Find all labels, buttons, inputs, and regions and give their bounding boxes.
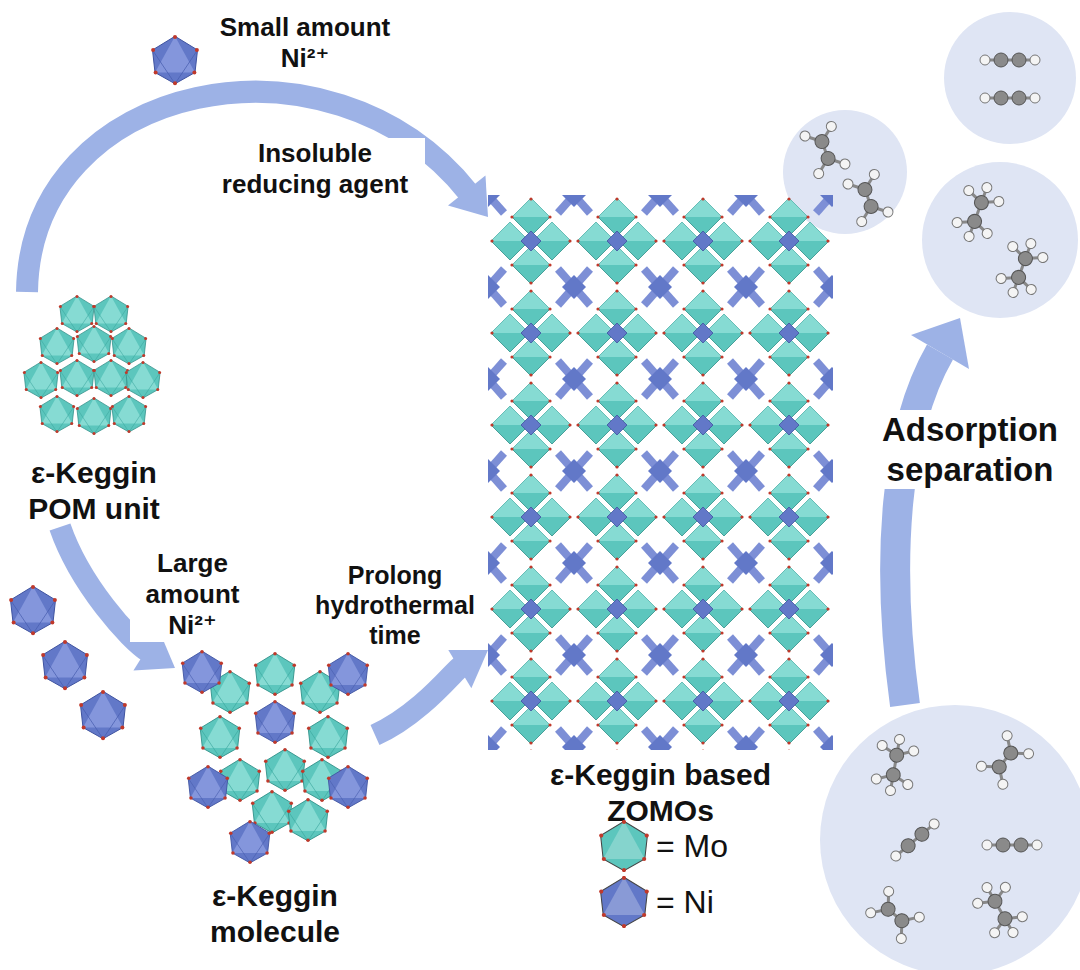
legend-swatch bbox=[598, 820, 650, 872]
oxygen-dot bbox=[622, 876, 626, 880]
structure-name: ε-Keggin based ZOMOs bbox=[531, 757, 791, 829]
arrow-band bbox=[375, 667, 461, 735]
legend-swatch-fill bbox=[601, 877, 648, 926]
arrow-head bbox=[446, 647, 488, 688]
oxygen-dot bbox=[622, 820, 626, 824]
step-label: Adsorption separation bbox=[864, 410, 1076, 489]
oxygen-dot bbox=[642, 913, 646, 917]
structure-node: ε-Keggin based ZOMOs bbox=[488, 195, 833, 829]
oxygen-dot bbox=[622, 924, 626, 928]
edge-label: Insoluble reducing agent bbox=[205, 138, 425, 200]
arrow-band bbox=[27, 92, 468, 292]
edge-label: Large amount Ni²⁺ bbox=[130, 548, 255, 642]
oxygen-dot bbox=[645, 890, 649, 894]
structure-node: ε-Keggin POM unit bbox=[5, 292, 183, 527]
edge-label: Prolong hydrothermal time bbox=[303, 560, 487, 650]
gas-molecules bbox=[799, 53, 1053, 947]
step-label: Small amount Ni²⁺ bbox=[205, 12, 405, 74]
legend-text: = Mo bbox=[656, 828, 728, 865]
keggin-molecule bbox=[181, 650, 369, 864]
structure-name: ε-Keggin molecule bbox=[175, 878, 375, 950]
legend-row: = Ni bbox=[598, 876, 714, 928]
flow-arrow bbox=[375, 647, 488, 735]
keggin-unit bbox=[23, 295, 161, 435]
legend-row: = Mo bbox=[598, 820, 728, 872]
oxygen-dot bbox=[645, 834, 649, 838]
legend-swatch-fill bbox=[601, 821, 648, 870]
oxygen-dot bbox=[599, 834, 603, 838]
legend-text: = Ni bbox=[656, 884, 714, 921]
adsorption-arrow bbox=[895, 318, 969, 705]
legend-swatch-shade bbox=[603, 877, 645, 915]
flow-arrow bbox=[27, 92, 488, 292]
oxygen-dot bbox=[622, 868, 626, 872]
structure-name: ε-Keggin POM unit bbox=[5, 455, 183, 527]
oxygen-dot bbox=[599, 890, 603, 894]
oxygen-dot bbox=[602, 857, 606, 861]
arrow-head bbox=[448, 175, 488, 217]
oxygen-dot bbox=[602, 913, 606, 917]
structure-node: ε-Keggin molecule bbox=[175, 630, 375, 950]
legend-swatch-shade bbox=[603, 821, 645, 859]
zomo-lattice bbox=[488, 195, 833, 750]
oxygen-dot bbox=[642, 857, 646, 861]
legend-swatch bbox=[598, 876, 650, 928]
